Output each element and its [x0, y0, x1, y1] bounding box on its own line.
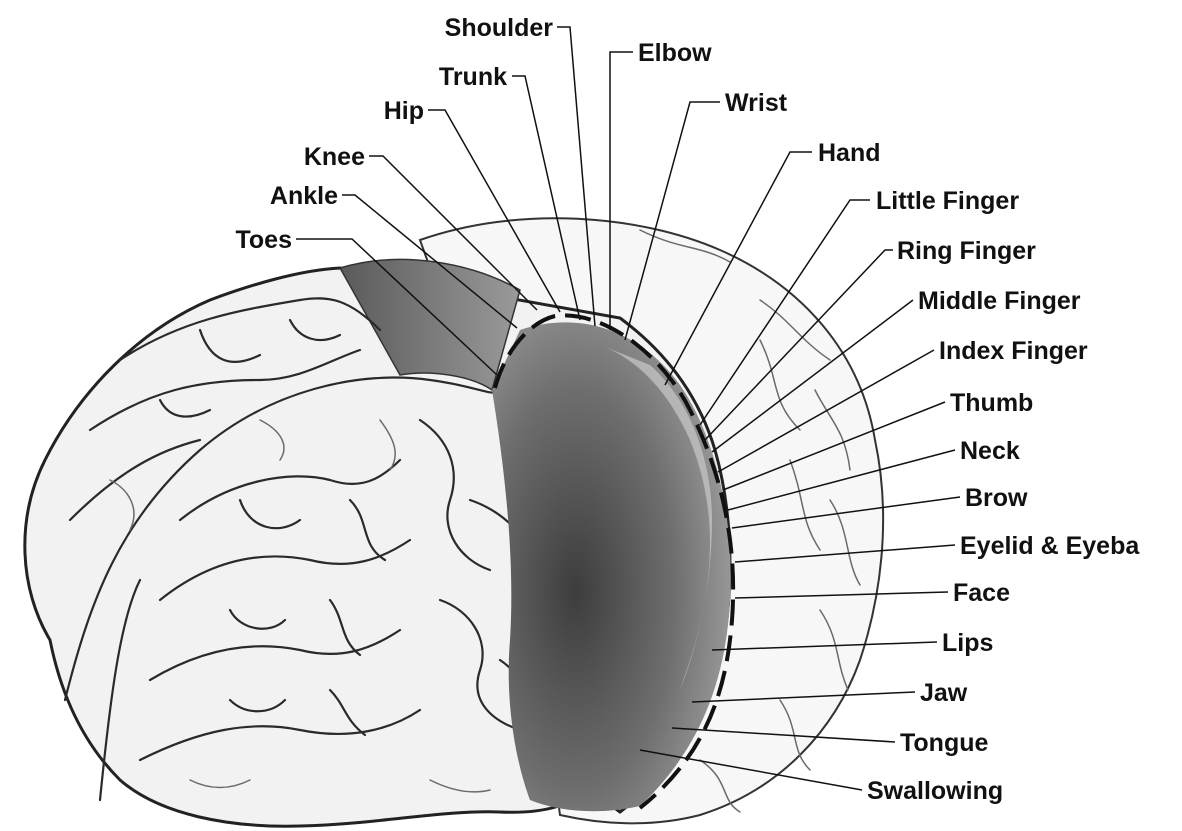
label-neck: Neck [960, 437, 1020, 465]
label-ring-finger: Ring Finger [897, 237, 1036, 265]
label-index-finger: Index Finger [939, 337, 1088, 365]
label-lips: Lips [942, 629, 993, 657]
label-knee: Knee [304, 143, 365, 171]
label-ankle: Ankle [270, 182, 338, 210]
label-hand: Hand [818, 139, 881, 167]
label-jaw: Jaw [920, 679, 968, 707]
label-thumb: Thumb [950, 389, 1033, 417]
label-eyelid-eyeball: Eyelid & Eyeba [960, 532, 1140, 560]
label-brow: Brow [965, 484, 1028, 512]
label-elbow: Elbow [638, 39, 712, 67]
label-hip: Hip [384, 97, 424, 125]
label-tongue: Tongue [900, 729, 988, 757]
label-face: Face [953, 579, 1010, 607]
label-trunk: Trunk [439, 63, 507, 91]
label-shoulder: Shoulder [445, 14, 554, 42]
label-wrist: Wrist [725, 89, 788, 117]
label-middle-finger: Middle Finger [918, 287, 1081, 315]
label-little-finger: Little Finger [876, 187, 1019, 215]
label-swallowing: Swallowing [867, 777, 1003, 805]
label-toes: Toes [236, 226, 293, 254]
